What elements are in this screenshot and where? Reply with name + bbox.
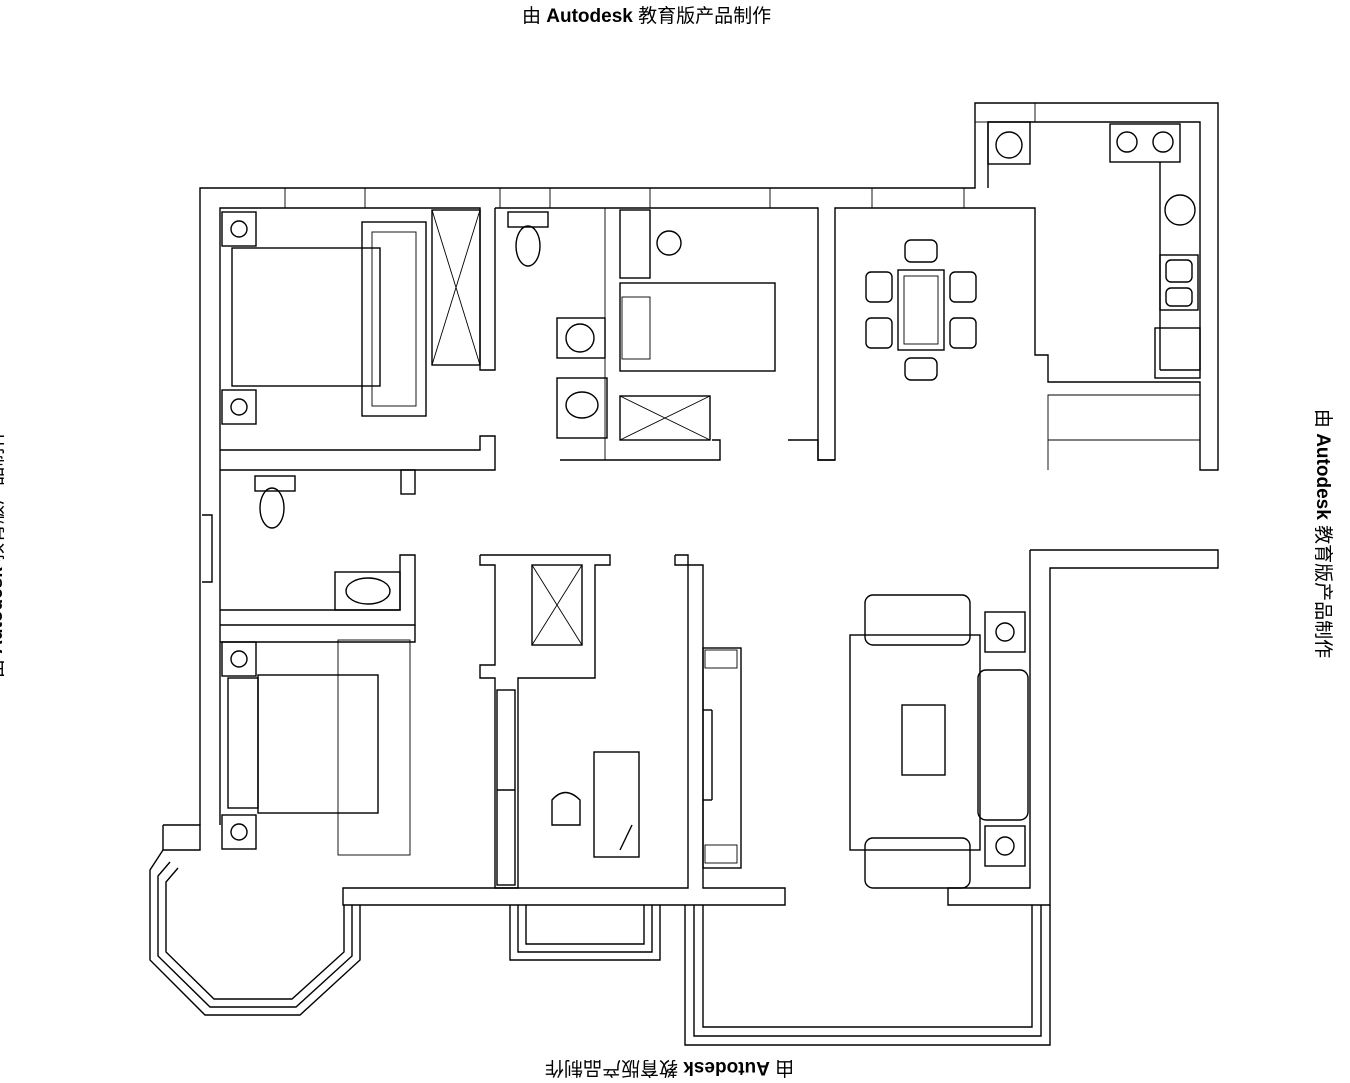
living-room bbox=[702, 594, 1029, 889]
kitchen bbox=[987, 121, 1201, 379]
bathroom-1 bbox=[507, 208, 608, 460]
walls bbox=[162, 102, 1219, 906]
dining-table bbox=[865, 239, 977, 381]
watermark-prefix: 由 bbox=[522, 6, 547, 27]
bathroom-2 bbox=[254, 475, 401, 611]
balcony bbox=[149, 849, 1051, 1046]
study bbox=[496, 564, 640, 886]
watermark-top: 由 Autodesk 教育版产品制作 bbox=[522, 1, 771, 28]
bedroom-3-bed bbox=[221, 639, 411, 856]
watermark-suffix: 教育版产品制作 bbox=[632, 6, 772, 27]
watermark-brand: Autodesk bbox=[546, 6, 633, 27]
bedroom-2-bed bbox=[619, 209, 776, 441]
master-bed bbox=[221, 209, 481, 425]
